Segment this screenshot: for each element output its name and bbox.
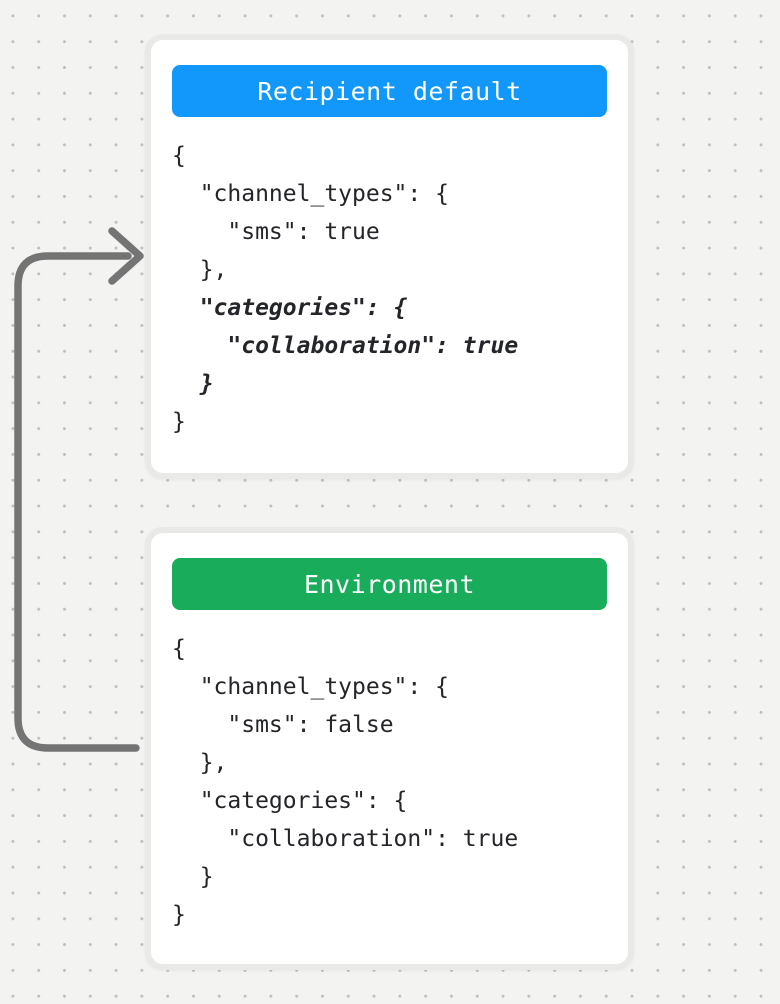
- code-line: "collaboration": true: [172, 826, 519, 852]
- recipient-default-title: Recipient default: [257, 76, 522, 106]
- code-line: "channel_types": {: [172, 181, 449, 207]
- environment-code-block: { "channel_types": { "sms": false }, "ca…: [172, 630, 607, 934]
- code-line: }: [172, 409, 186, 435]
- code-line-emphasized: "collaboration": true: [172, 333, 519, 359]
- code-line: "sms": true: [172, 219, 380, 245]
- code-line: "sms": false: [172, 712, 394, 738]
- arrow-shaft: [14, 252, 140, 752]
- recipient-default-code-block: { "channel_types": { "sms": true }, "cat…: [172, 137, 607, 441]
- code-line: {: [172, 143, 186, 169]
- code-line: "channel_types": {: [172, 674, 449, 700]
- environment-title: Environment: [303, 569, 476, 599]
- environment-header: Environment: [172, 558, 607, 610]
- code-line: },: [172, 750, 228, 776]
- code-line-emphasized: }: [172, 371, 214, 397]
- code-line: }: [172, 902, 186, 928]
- card-environment: Environment { "channel_types": { "sms": …: [145, 527, 634, 970]
- card-recipient-default: Recipient default { "channel_types": { "…: [145, 34, 634, 479]
- arrow-head-icon: [108, 227, 144, 285]
- code-line: },: [172, 257, 228, 283]
- code-line: "categories": {: [172, 788, 408, 814]
- code-line: {: [172, 636, 186, 662]
- code-line-emphasized: "categories": {: [172, 295, 408, 321]
- recipient-default-header: Recipient default: [172, 65, 607, 117]
- code-line: }: [172, 864, 214, 890]
